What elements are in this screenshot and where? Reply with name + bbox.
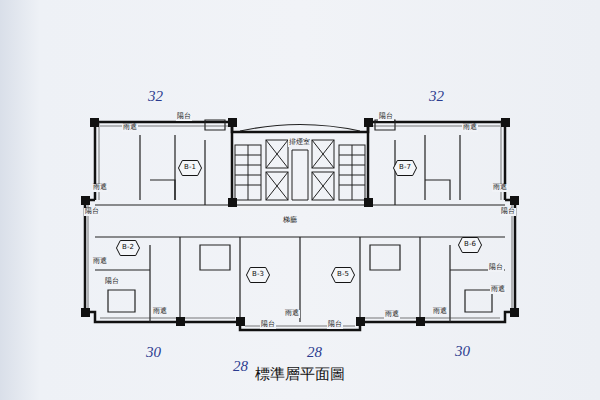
room-label: 雨遮 bbox=[490, 286, 506, 294]
unit-label: B-3 bbox=[246, 271, 270, 279]
unit-label: B-5 bbox=[331, 271, 355, 279]
room-label: 陽台 bbox=[176, 113, 192, 121]
room-label: 雨遮 bbox=[462, 124, 478, 132]
room-label: 陽台 bbox=[327, 321, 343, 329]
room-label: 陽台 bbox=[84, 208, 100, 216]
handwritten-number: 30 bbox=[455, 343, 470, 360]
room-label: 陽台 bbox=[488, 264, 504, 272]
handwritten-number: 30 bbox=[146, 344, 161, 361]
room-label: 雨遮 bbox=[384, 311, 400, 319]
room-label: 雨遮 bbox=[284, 310, 300, 318]
unit-label: B-1 bbox=[178, 164, 202, 172]
handwritten-number: 32 bbox=[429, 88, 444, 105]
room-label: 排煙室 bbox=[288, 139, 311, 147]
unit-hexagon: B-2 bbox=[116, 240, 140, 256]
unit-label: B-2 bbox=[116, 244, 140, 252]
room-label: 梯廳 bbox=[282, 217, 298, 225]
room-label: 雨遮 bbox=[92, 258, 108, 266]
room-label: 雨遮 bbox=[122, 124, 138, 132]
handwritten-number: 28 bbox=[307, 344, 322, 361]
room-label: 雨遮 bbox=[92, 184, 108, 192]
room-label: 雨遮 bbox=[492, 184, 508, 192]
unit-hexagon: B-3 bbox=[246, 267, 270, 283]
handwritten-number: 28 bbox=[233, 358, 248, 375]
unit-hexagon: B-5 bbox=[331, 267, 355, 283]
room-label: 雨遮 bbox=[432, 308, 448, 316]
room-label: 陽台 bbox=[500, 208, 516, 216]
handwritten-number: 32 bbox=[148, 88, 163, 105]
unit-hexagon: B-7 bbox=[393, 160, 417, 176]
room-label: 雨遮 bbox=[152, 308, 168, 316]
unit-hexagon: B-1 bbox=[178, 160, 202, 176]
unit-label: B-7 bbox=[393, 164, 417, 172]
plan-title: 標準層平面圖 bbox=[255, 366, 345, 383]
unit-hexagon: B-6 bbox=[458, 237, 482, 253]
room-label: 陽台 bbox=[104, 278, 120, 286]
room-label: 陽台 bbox=[260, 321, 276, 329]
room-label: 陽台 bbox=[378, 113, 394, 121]
unit-label: B-6 bbox=[458, 241, 482, 249]
